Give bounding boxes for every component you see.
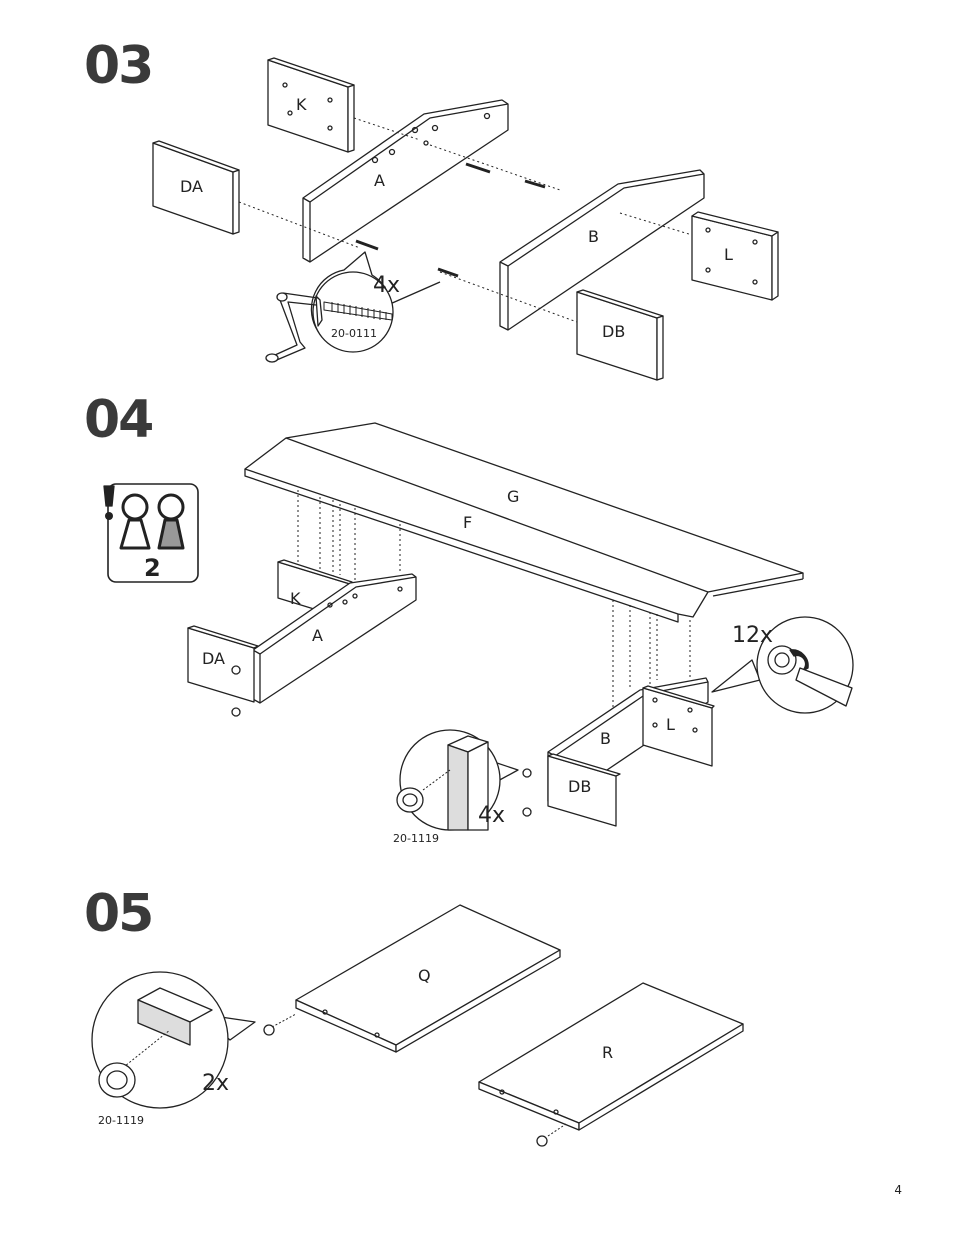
label-k: K xyxy=(296,95,307,114)
left-frame: K A DA xyxy=(187,559,417,717)
callout-bolt-20-0111: 20-0111 4x xyxy=(310,251,441,353)
label-b-step04: B xyxy=(600,729,611,748)
label-da: DA xyxy=(180,177,203,196)
qty-2x: 2x xyxy=(202,1071,229,1096)
label-a: A xyxy=(374,171,385,190)
label-q: Q xyxy=(418,966,431,985)
step-05-diagram: 2x 20-1119 Q R xyxy=(91,904,744,1147)
allen-key-icon xyxy=(265,292,319,363)
label-r: R xyxy=(602,1043,613,1062)
step-number-04: 04 xyxy=(84,390,154,450)
label-a-step04: A xyxy=(312,626,323,645)
right-frame: B L DB xyxy=(522,677,715,827)
callout-glide-step05: 2x 20-1119 xyxy=(91,971,256,1127)
label-g: G xyxy=(507,487,519,506)
label-l: L xyxy=(724,245,733,264)
panel-da: DA xyxy=(152,140,240,235)
panel-l: L xyxy=(691,211,779,301)
glide-code-step05: 20-1119 xyxy=(98,1114,144,1127)
panel-k: K xyxy=(267,57,355,153)
callout-glide-step04: 4x 20-1119 xyxy=(393,729,519,845)
bolt-code-0111: 20-0111 xyxy=(331,327,377,340)
callout-cam-lock: 12x xyxy=(711,616,854,714)
step-04-diagram: 2 G F K A xyxy=(103,422,854,845)
label-l-step04: L xyxy=(666,715,675,734)
panel-q: Q xyxy=(263,904,561,1053)
people-count: 2 xyxy=(144,554,161,582)
label-db-step04: DB xyxy=(568,777,591,796)
panel-db: DB xyxy=(576,289,664,381)
step-number-03: 03 xyxy=(84,36,154,96)
panel-b: B xyxy=(499,169,705,331)
glide-code-step04: 20-1119 xyxy=(393,832,439,845)
label-b: B xyxy=(588,227,599,246)
panel-r: R xyxy=(478,982,744,1147)
panel-a: A xyxy=(302,99,509,263)
label-f: F xyxy=(463,513,472,532)
label-k-step04: K xyxy=(290,589,301,608)
two-person-warning-icon: 2 xyxy=(103,483,199,583)
step-number-05: 05 xyxy=(84,884,154,944)
label-da-step04: DA xyxy=(202,649,225,668)
qty-4x-step04: 4x xyxy=(478,803,505,828)
qty-12x: 12x xyxy=(732,623,773,648)
cam-bolts xyxy=(355,162,546,278)
page-number: 4 xyxy=(894,1183,902,1197)
qty-4x-step03: 4x xyxy=(373,273,400,298)
label-db: DB xyxy=(602,322,625,341)
tabletop-g-f: G F xyxy=(244,422,804,623)
step-03-diagram: K DA A B L xyxy=(152,57,779,381)
